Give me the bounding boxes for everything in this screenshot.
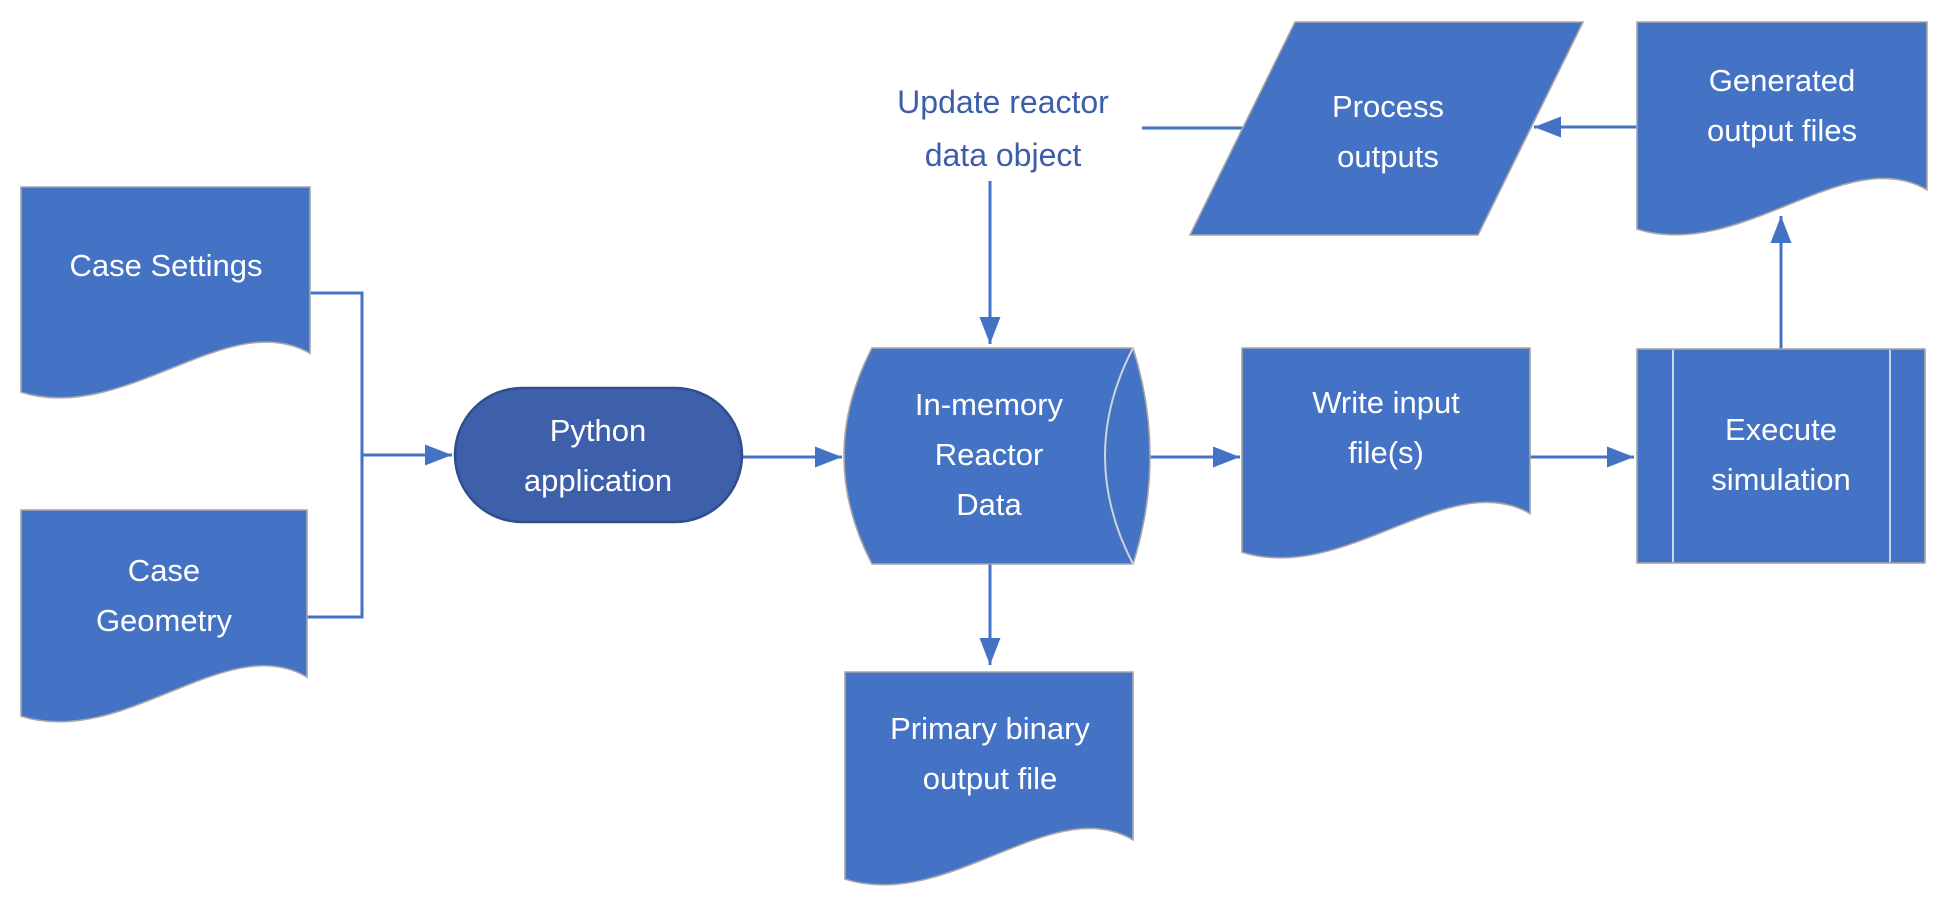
cylinder-end-cap-arc [1104,347,1134,565]
document-icon [844,671,1134,886]
node-python-application [453,386,744,524]
node-in-memory-reactor-data [843,347,1151,565]
predefined-process-icon [1636,348,1926,564]
node-process-outputs [1188,21,1585,236]
rounded-process-icon [453,386,744,524]
document-icon [1636,21,1928,236]
node-generated-output-files [1636,21,1928,236]
node-case-geometry [20,509,308,723]
node-primary-binary-output-file [844,671,1134,886]
document-icon [20,186,311,399]
node-write-input-files [1241,347,1531,559]
node-execute-simulation [1636,348,1926,564]
data-io-icon [1188,21,1585,236]
direct-storage-icon [843,347,1151,565]
connector-case-geometry-to-junction [307,455,364,619]
document-icon [20,509,308,723]
node-case-settings [20,186,311,399]
document-icon [1241,347,1531,559]
connector-case-settings-to-junction [310,291,364,455]
